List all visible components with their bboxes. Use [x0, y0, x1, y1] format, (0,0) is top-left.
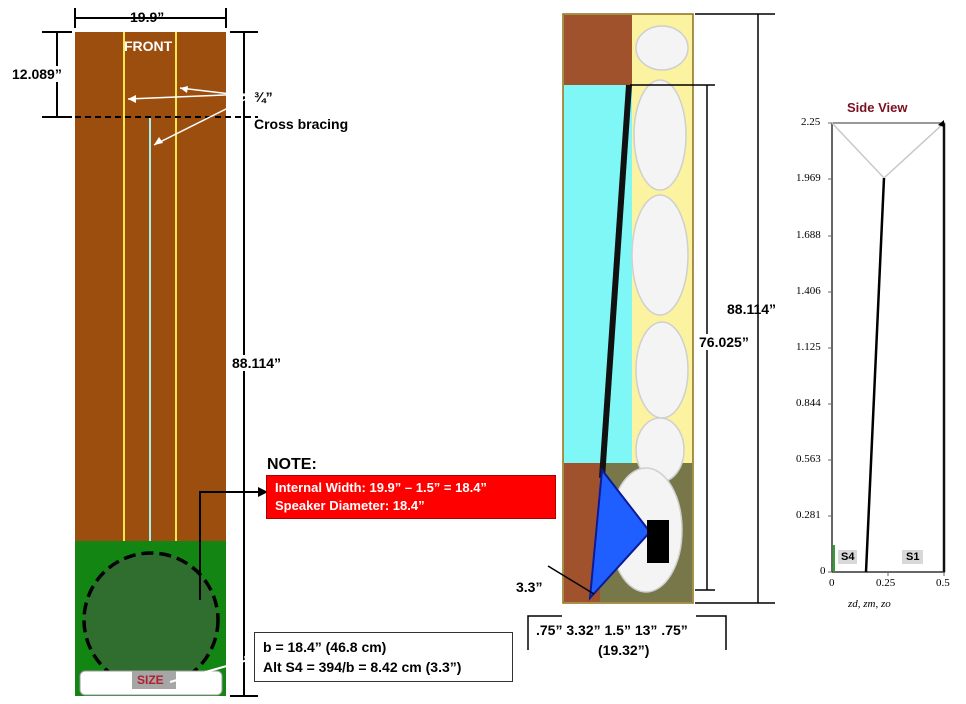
- front-label: FRONT: [124, 38, 173, 54]
- y-tick-5: 0.844: [796, 397, 821, 409]
- y-tick-0: 2.25: [801, 116, 821, 128]
- note-box: Internal Width: 19.9” – 1.5” = 18.4” Spe…: [266, 475, 556, 519]
- note-connector: [199, 491, 262, 600]
- note-line-1: Internal Width: 19.9” – 1.5” = 18.4”: [275, 480, 487, 495]
- callout-arrow-3: [153, 97, 249, 146]
- formula-box: b = 18.4” (46.8 cm) Alt S4 = 394/b = 8.4…: [254, 632, 513, 682]
- y-tick-2: 1.688: [796, 229, 821, 241]
- throat-label: 3.3”: [516, 579, 543, 595]
- y-tick-3: 1.406: [796, 285, 821, 297]
- x-tick-1: 0.25: [876, 577, 896, 589]
- y-tick-1: 1.969: [796, 172, 821, 184]
- top-wood-block: [564, 15, 632, 85]
- total-depth-label: (19.32”): [598, 642, 650, 658]
- top-offset-label: 12.089”: [12, 66, 62, 82]
- fold-lines: [831, 122, 945, 180]
- note-line-2: Speaker Diameter: 18.4”: [275, 498, 425, 513]
- depth-bracket-right: [696, 615, 727, 650]
- size-label: SIZE: [137, 673, 164, 687]
- zm-line: [864, 177, 886, 573]
- formula-line-2: Alt S4 = 394/b = 8.42 cm (3.3”): [263, 659, 462, 675]
- bracing-label: Cross bracing: [254, 116, 349, 132]
- overall-height-label: 88.114”: [727, 301, 777, 317]
- size-tag-bg: [132, 671, 176, 689]
- throat-indicator: [547, 565, 595, 595]
- bracing-thickness-label: ¾”: [254, 89, 273, 105]
- s4-tag: S4: [838, 550, 858, 564]
- depth-bracket-left: [527, 615, 562, 650]
- driver-magnet: [647, 520, 669, 563]
- speaker-circle: [82, 551, 220, 689]
- y-tick-4: 1.125: [796, 341, 821, 353]
- plot-title: Side View: [847, 100, 908, 115]
- formula-connector: [169, 659, 249, 683]
- x-tick-0: 0: [829, 577, 835, 589]
- width-label: 19.9”: [130, 9, 165, 25]
- driver-cone: [588, 467, 652, 601]
- front-height-label: 88.114”: [230, 355, 284, 371]
- x-axis-label: zd, zm, zo: [848, 598, 891, 610]
- x-tick-2: 0.5: [936, 577, 950, 589]
- callout-arrow-1: [127, 93, 249, 100]
- callout-arrow-2: [179, 87, 249, 97]
- y-tick-6: 0.563: [796, 453, 821, 465]
- note-title: NOTE:: [267, 456, 317, 473]
- inner-height-label: 76.025”: [699, 334, 749, 350]
- y-tick-7: 0.281: [796, 509, 821, 521]
- cavity: [564, 85, 632, 463]
- s1-tag: S1: [902, 550, 924, 564]
- baffle-board: [599, 84, 632, 479]
- formula-line-1: b = 18.4” (46.8 cm): [263, 639, 387, 655]
- y-tick-8: 0: [820, 565, 826, 577]
- depth-breakdown-label: .75” 3.32” 1.5” 13” .75”: [536, 622, 688, 638]
